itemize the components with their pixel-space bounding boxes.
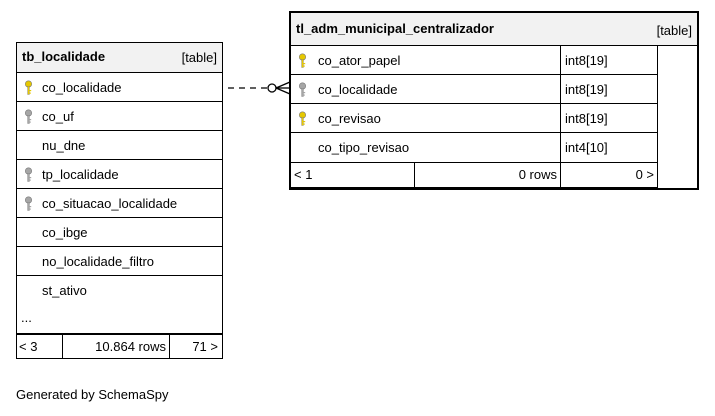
column-row[interactable]: co_situacao_localidade (17, 189, 222, 218)
column-name: tp_localidade (42, 167, 119, 182)
primary-key-icon (24, 80, 33, 95)
column-row[interactable]: co_ibge (17, 218, 222, 247)
column-row[interactable]: co_tipo_revisao int4[10] (291, 133, 658, 162)
row-count: 10.864 rows (95, 339, 166, 354)
children-count: 71 > (192, 339, 218, 354)
column-name: co_tipo_revisao (318, 140, 410, 155)
more-columns-row: ... (17, 305, 222, 334)
more-columns-ellipsis: ... (21, 310, 32, 325)
table-name: tl_adm_municipal_centralizador (296, 21, 494, 36)
primary-key-icon (298, 53, 307, 68)
column-row[interactable]: co_revisao int8[19] (291, 104, 658, 133)
table-footer: < 3 10.864 rows 71 > (17, 334, 222, 358)
zero-cardinality-marker (267, 83, 277, 93)
generator-caption: Generated by SchemaSpy (16, 387, 169, 402)
column-datatype: int8[19] (565, 82, 608, 97)
column-name: no_localidade_filtro (42, 254, 155, 269)
column-row[interactable]: co_ator_papel int8[19] (291, 46, 658, 75)
column-name: st_ativo (42, 283, 87, 298)
table-name: tb_localidade (22, 49, 106, 64)
crowfoot-upper (275, 81, 291, 89)
column-list: co_localidade co_uf nu_dne tp_localidade co_… (17, 73, 222, 305)
column-name: co_localidade (42, 80, 122, 95)
column-row[interactable]: no_localidade_filtro (17, 247, 222, 276)
column-datatype: int4[10] (565, 140, 608, 155)
foreign-key-icon (24, 109, 33, 124)
foreign-key-icon (298, 82, 307, 97)
crowfoot-lower (275, 87, 291, 95)
table-type: [table] (181, 50, 217, 65)
parents-count: < 3 (19, 339, 38, 354)
table-tb-localidade[interactable]: tb_localidade [table] co_localidade co_uf… (16, 42, 223, 359)
column-name: nu_dne (42, 138, 86, 153)
table-footer: < 1 0 rows 0 > (291, 162, 658, 188)
column-list: co_ator_papel int8[19] co_localidade int8[1… (291, 46, 658, 162)
column-name: co_localidade (318, 82, 398, 97)
table-header: tl_adm_municipal_centralizador [table] (291, 13, 697, 46)
column-name: co_ibge (42, 225, 88, 240)
column-row[interactable]: co_uf (17, 102, 222, 131)
column-name: co_revisao (318, 111, 381, 126)
children-count: 0 > (635, 167, 654, 182)
column-row[interactable]: co_localidade int8[19] (291, 75, 658, 104)
table-tl-adm-municipal-centralizador[interactable]: tl_adm_municipal_centralizador [table] c… (289, 11, 699, 190)
column-name: co_ator_papel (318, 53, 401, 68)
column-row[interactable]: tp_localidade (17, 160, 222, 189)
column-datatype: int8[19] (565, 111, 608, 126)
parents-count: < 1 (294, 167, 313, 182)
column-name: co_situacao_localidade (42, 196, 178, 211)
row-count: 0 rows (518, 167, 557, 182)
column-row[interactable]: nu_dne (17, 131, 222, 160)
table-type: [table] (656, 23, 692, 38)
column-row[interactable]: co_localidade (17, 73, 222, 102)
column-row[interactable]: st_ativo (17, 276, 222, 305)
foreign-key-icon (24, 196, 33, 211)
table-header: tb_localidade [table] (17, 43, 222, 73)
column-datatype: int8[19] (565, 53, 608, 68)
foreign-key-icon (24, 167, 33, 182)
column-name: co_uf (42, 109, 74, 124)
table-side-panel (657, 46, 658, 190)
primary-key-icon (298, 111, 307, 126)
